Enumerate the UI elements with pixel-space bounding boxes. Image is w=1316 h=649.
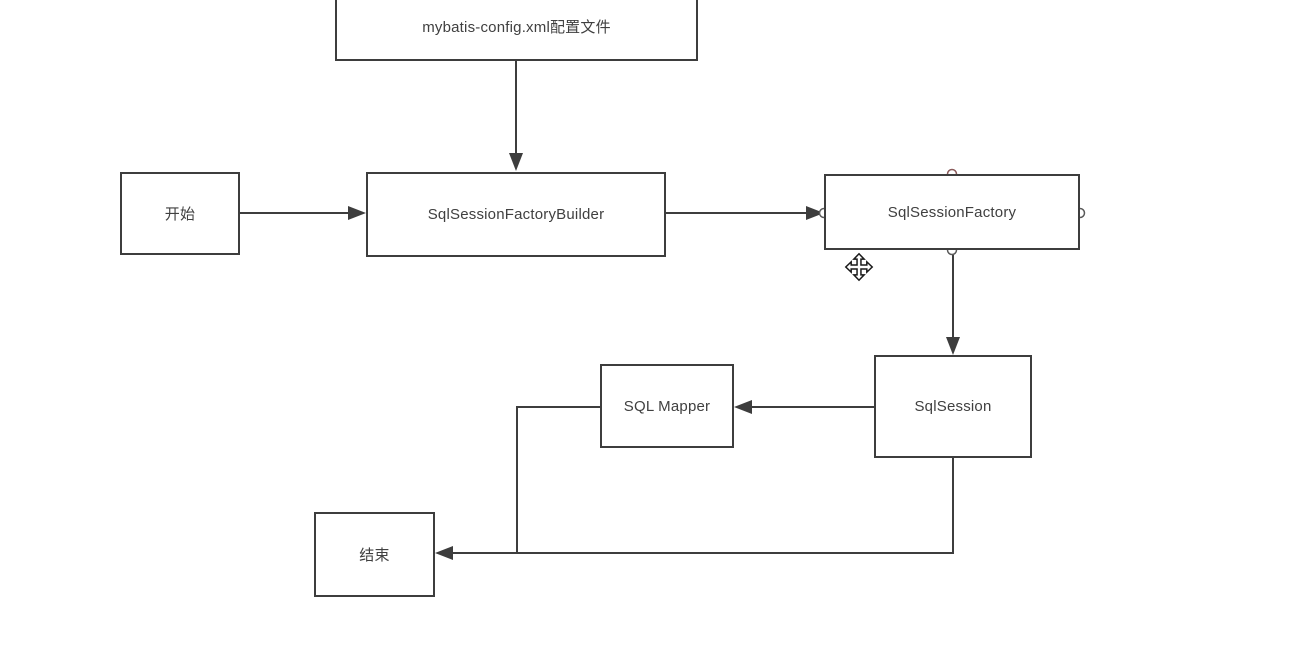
edge-config-builder[interactable] <box>509 61 523 171</box>
node-label: 结束 <box>359 547 390 564</box>
move-cursor-icon <box>844 252 874 282</box>
node-label: SQL Mapper <box>623 397 711 415</box>
node-label: 开始 <box>164 206 196 223</box>
node-label: mybatis-config.xml配置文件 <box>422 18 611 36</box>
edge-session-end[interactable] <box>435 458 954 560</box>
node-sqlsessionfactorybuilder[interactable]: SqlSessionFactoryBuilder <box>366 172 666 257</box>
node-sqlsessionfactory[interactable]: SqlSessionFactory <box>824 174 1080 250</box>
edge-mapper-end[interactable] <box>516 406 600 553</box>
node-label: SqlSessionFactoryBuilder <box>427 206 605 223</box>
node-end[interactable]: 结束 <box>314 512 435 597</box>
arrowhead-left <box>734 400 752 414</box>
node-label: SqlSessionFactory <box>887 203 1017 221</box>
edge-factory-session[interactable] <box>946 250 960 355</box>
node-start[interactable]: 开始 <box>120 172 240 255</box>
arrowhead-left <box>435 546 453 560</box>
edge-session-mapper[interactable] <box>734 400 874 414</box>
edge-start-builder[interactable] <box>240 206 366 220</box>
edge-builder-factory[interactable] <box>666 206 824 220</box>
node-sql-mapper[interactable]: SQL Mapper <box>600 364 734 448</box>
arrowhead-right <box>348 206 366 220</box>
node-sqlsession[interactable]: SqlSession <box>874 355 1032 458</box>
node-label: SqlSession <box>914 398 992 415</box>
node-mybatis-config[interactable]: mybatis-config.xml配置文件 <box>335 0 698 61</box>
